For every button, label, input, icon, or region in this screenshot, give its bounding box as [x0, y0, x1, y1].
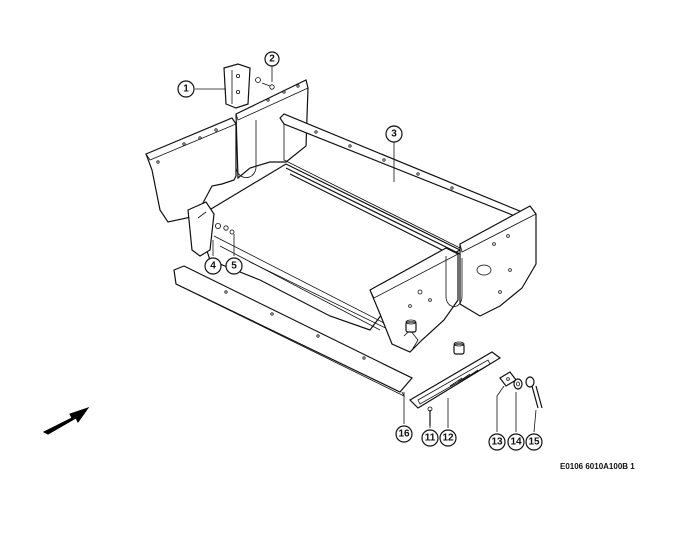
leader-lines [195, 66, 537, 433]
part-bolt-small [255, 77, 275, 90]
callout-5-label: 5 [231, 261, 237, 272]
callout-12-label: 12 [442, 433, 454, 444]
callout-14: 14 [507, 433, 525, 451]
slotted-arm [409, 351, 502, 409]
part-bracket [223, 63, 251, 109]
callout-16: 16 [395, 425, 413, 443]
callout-16-label: 16 [398, 429, 410, 440]
callout-13: 13 [488, 433, 506, 451]
callout-1-label: 1 [183, 84, 189, 95]
callout-4-label: 4 [210, 261, 216, 272]
callout-2: 2 [264, 51, 280, 67]
right-end-plate-outer [459, 205, 537, 317]
center-divider-panel [235, 79, 309, 180]
front-bushings [405, 319, 465, 355]
right-end-plate-inner [369, 247, 463, 353]
callout-11: 11 [421, 429, 439, 447]
callout-2-label: 2 [269, 54, 275, 65]
callout-3-label: 3 [391, 129, 397, 140]
callout-15-label: 15 [528, 437, 540, 448]
left-side-panel [145, 117, 237, 223]
callout-13-label: 13 [491, 437, 503, 448]
callout-1: 1 [177, 80, 195, 98]
callout-15: 15 [525, 433, 543, 451]
callout-14-label: 14 [510, 437, 522, 448]
callout-3: 3 [385, 125, 403, 143]
callout-11-label: 11 [425, 433, 436, 444]
washer [513, 378, 523, 390]
left-lower-bracket [187, 201, 235, 257]
callout-12: 12 [439, 429, 457, 447]
long-bolt [525, 376, 543, 409]
direction-arrow [42, 407, 90, 435]
callout-4: 4 [204, 257, 222, 275]
callout-5: 5 [225, 257, 243, 275]
reference-code: E0106 6010A100B 1 [560, 462, 635, 471]
